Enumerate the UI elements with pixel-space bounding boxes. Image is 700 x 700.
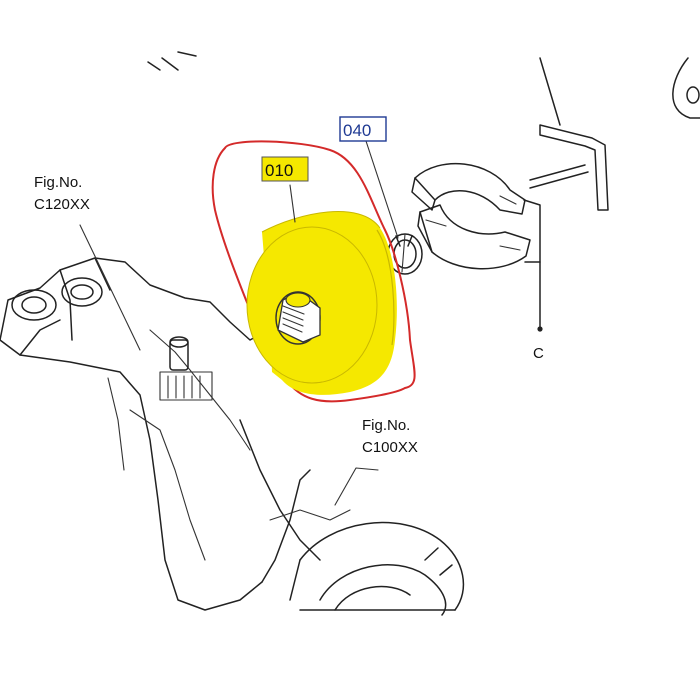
leader-040: [364, 137, 399, 239]
ref-c-label: C: [533, 345, 544, 362]
leader-010: [289, 184, 296, 223]
fig-ref-2-line1: Fig.No.: [362, 417, 410, 434]
callout-part-040: 040: [339, 116, 387, 142]
brake-shoes: [411, 162, 543, 332]
fig-ref-1-line2: C120XX: [34, 196, 90, 213]
part-040-label: 040: [343, 121, 371, 140]
fig-ref-2-line2: C100XX: [362, 439, 418, 456]
callout-fig-ref-1: Fig.No. C120XX: [34, 174, 90, 213]
part-010-label: 010: [265, 161, 293, 180]
leader-c120xx: [79, 224, 141, 351]
callout-part-010: 010: [261, 156, 309, 182]
red-outline: [211, 140, 416, 403]
leader-c100xx: [334, 467, 379, 506]
callout-fig-ref-2: Fig.No. C100XX: [362, 417, 418, 456]
top-fragment: [147, 51, 197, 71]
housing-casting: [0, 257, 351, 611]
bottom-flange: [289, 521, 465, 616]
fig-ref-1-line1: Fig.No.: [34, 174, 82, 191]
bracket-top-right: [529, 57, 700, 211]
drum-part-010: [246, 211, 397, 395]
